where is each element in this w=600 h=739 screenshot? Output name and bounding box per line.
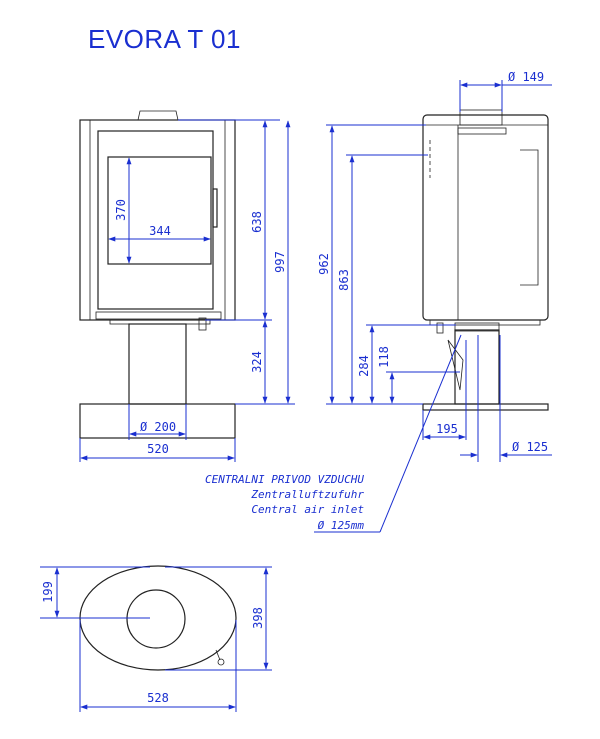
dim-label-344: 344 <box>149 224 171 238</box>
dim-label-638: 638 <box>250 211 264 233</box>
top-view-handle-knob <box>217 658 225 666</box>
stove-top-cap <box>137 110 179 121</box>
top-dimensions: 199 398 528 <box>40 566 272 712</box>
front-view <box>79 110 236 439</box>
side-pedestal <box>454 329 500 405</box>
dim-label-200: Ø 200 <box>140 420 176 434</box>
side-dimensions: Ø 149 962 863 284 118 195 Ø 125 <box>317 70 552 462</box>
air-inlet-label-cz: CENTRALNI PRIVOD VZDUCHU <box>205 473 364 486</box>
door-handle <box>212 188 218 228</box>
dim-label-997: 997 <box>273 251 287 273</box>
top-view-handle-line <box>215 649 221 661</box>
dim-label-520: 520 <box>147 442 169 456</box>
air-inlet-label-de: Zentralluftzufuhr <box>250 488 364 501</box>
flue-grille <box>457 127 507 135</box>
dim-label-370: 370 <box>114 199 128 221</box>
dim-label-125: Ø 125 <box>512 440 548 454</box>
air-inlet-flange <box>454 322 500 332</box>
dim-label-324: 324 <box>250 351 264 373</box>
flue-collar <box>459 109 503 126</box>
front-dimensions: 370 344 638 324 997 Ø 200 520 <box>79 119 295 462</box>
air-duct-curve <box>447 339 464 391</box>
dim-label-284: 284 <box>357 355 371 377</box>
top-view-flue-circle <box>126 589 186 649</box>
side-base-plate <box>422 403 549 411</box>
side-collar <box>429 319 541 326</box>
dim-label-195: 195 <box>436 422 458 436</box>
side-view <box>422 109 549 411</box>
dim-label-528: 528 <box>147 691 169 705</box>
air-inlet-label-en: Central air inlet <box>251 503 364 516</box>
air-inlet-label-size: Ø 125mm <box>318 519 365 532</box>
drawing-title: EVORA T 01 <box>88 24 241 54</box>
dim-label-118: 118 <box>377 346 391 368</box>
side-handle-recess <box>520 149 539 286</box>
stove-window <box>107 156 212 265</box>
dim-label-863: 863 <box>337 269 351 291</box>
pedestal-collar <box>109 319 211 325</box>
stove-door-frame <box>89 119 226 321</box>
stove-body-front <box>79 119 236 321</box>
dim-label-199: 199 <box>41 581 55 603</box>
dim-label-962: 962 <box>317 253 331 275</box>
stove-body-side <box>422 114 549 321</box>
pedestal-column <box>128 323 187 405</box>
ash-drawer <box>95 311 222 320</box>
air-inlet-leader <box>379 334 462 533</box>
air-inlet-note: CENTRALNI PRIVOD VZDUCHU Zentralluftzufu… <box>205 334 462 533</box>
dim-label-398: 398 <box>251 607 265 629</box>
stove-base-plate <box>79 403 236 439</box>
side-knob <box>436 322 444 334</box>
dim-label-149: Ø 149 <box>508 70 544 84</box>
